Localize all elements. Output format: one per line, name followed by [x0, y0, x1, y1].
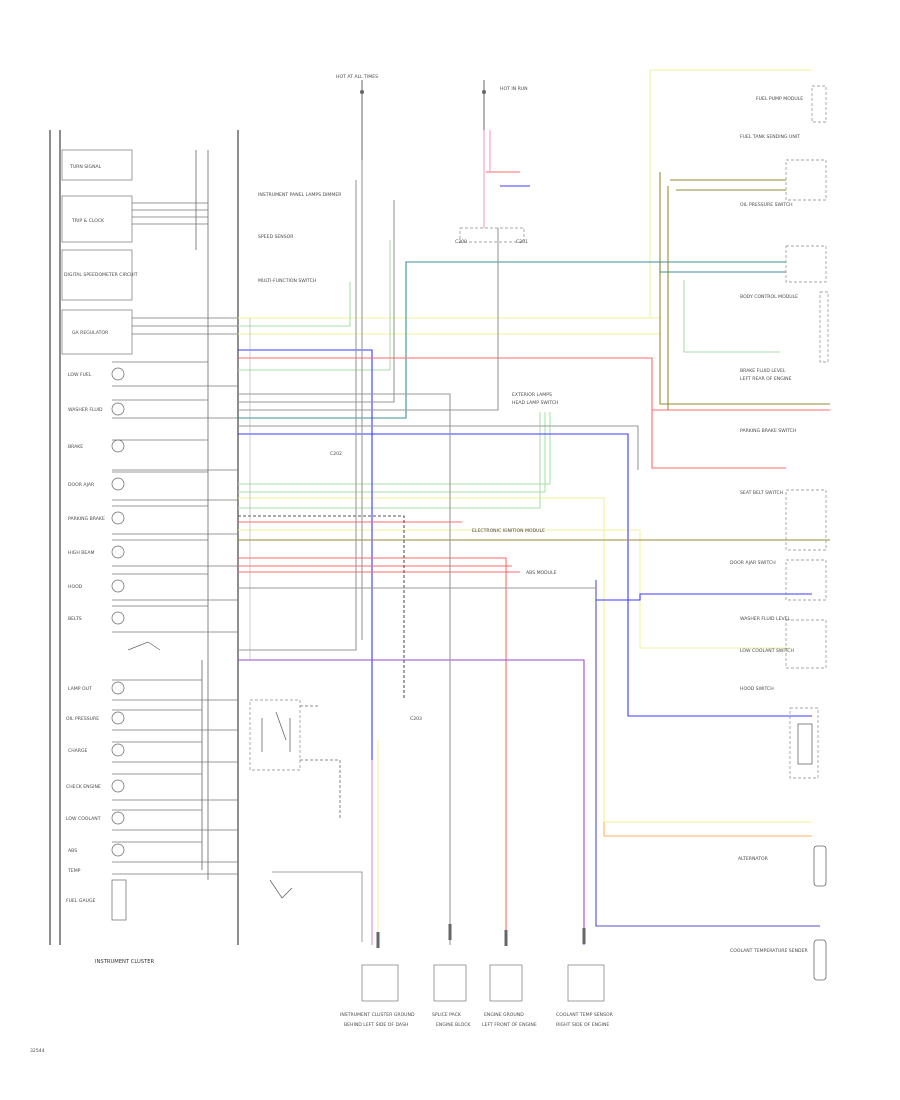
component-label: MULTI-FUNCTION SWITCH — [258, 278, 316, 284]
lamp-label: TEMP — [67, 868, 81, 874]
right-label: FUEL TANK SENDING UNIT — [740, 134, 800, 140]
right-label: COOLANT TEMPERATURE SENDER — [730, 948, 809, 954]
component-label: EXTERIOR LAMPS — [512, 392, 552, 398]
component-label: HEAD LAMP SWITCH — [512, 400, 559, 406]
right-label: BRAKE FLUID LEVEL — [740, 368, 786, 374]
component-label: SPEED SENSOR — [258, 234, 294, 240]
right-label: PARKING BRAKE SWITCH — [740, 428, 796, 434]
lamp-label: DOOR AJAR — [68, 482, 95, 488]
bottom-label: SPLICE PACK — [432, 1012, 462, 1018]
lamp-label: LOW FUEL — [68, 372, 92, 378]
cluster-block-label: TURN SIGNAL — [69, 164, 102, 170]
hot-in-run: HOT IN RUN — [500, 86, 528, 92]
component-label: ABS MODULE — [526, 570, 557, 576]
trip-clock-block — [61, 195, 133, 243]
relay — [249, 699, 363, 942]
lamp-label: HIGH BEAM — [68, 550, 94, 556]
lamp-label: HOOD — [68, 584, 83, 590]
right-label: LOW COOLANT SWITCH — [740, 648, 794, 654]
right-label: DOOR AJAR SWITCH — [730, 560, 776, 566]
lamp-label: ABS — [68, 848, 77, 854]
right-label: FUEL PUMP MODULE — [756, 96, 803, 102]
lamp-label: LOW COOLANT — [66, 816, 101, 822]
lamp-label: PARKING BRAKE — [68, 516, 105, 522]
regulator-block — [61, 309, 133, 355]
bottom-label: COOLANT TEMP SENSOR — [556, 1012, 614, 1018]
bottom-sub: LEFT FRONT OF ENGINE — [482, 1022, 537, 1028]
lamp-label: FUEL GAUGE — [66, 898, 96, 904]
lamp-label: LAMP OUT — [68, 686, 92, 692]
component-label: ELECTRONIC IGNITION MODULE — [472, 528, 545, 534]
right-label: OIL PRESSURE SWITCH — [740, 202, 793, 208]
bottom-components: INSTRUMENT CLUSTER GROUND SPLICE PACK EN… — [30, 924, 614, 1054]
cluster-block-label: DIGITAL SPEEDOMETER CIRCUIT — [64, 272, 138, 278]
wires — [238, 69, 830, 945]
bottom-sub: BEHIND LEFT SIDE OF DASH — [344, 1022, 408, 1028]
bottom-sub: ENGINE BLOCK — [436, 1022, 471, 1028]
right-label: LEFT REAR OF ENGINE — [740, 376, 792, 382]
connector-label: C200 — [455, 239, 467, 245]
page-number: 32544 — [30, 1048, 45, 1054]
bottom-label: INSTRUMENT CLUSTER GROUND — [340, 1012, 415, 1018]
cluster-title: INSTRUMENT CLUSTER — [95, 959, 155, 965]
bottom-label: ENGINE GROUND — [484, 1012, 524, 1018]
lamp-label: CHECK ENGINE — [66, 784, 101, 790]
lamp-label: WASHER FLUID — [68, 407, 103, 413]
cluster-block-label: TRIP & CLOCK — [71, 218, 105, 224]
instrument-cluster: TURN SIGNAL TRIP & CLOCK DIGITAL SPEEDOM… — [49, 130, 239, 965]
bottom-sub: RIGHT SIDE OF ENGINE — [556, 1022, 609, 1028]
connector-label: C201 — [516, 239, 528, 245]
lamp-label: OIL PRESSURE — [66, 716, 99, 722]
top-power-feeds: HOT AT ALL TIMES HOT IN RUN C200 C201 — [336, 74, 528, 245]
hot-at-all-times: HOT AT ALL TIMES — [336, 74, 378, 80]
right-label: ALTERNATOR — [738, 856, 769, 862]
right-components: FUEL PUMP MODULE FUEL TANK SENDING UNIT … — [730, 85, 829, 981]
lamp-label: BELTS — [68, 616, 82, 622]
mid-labels: INSTRUMENT PANEL LAMPS DIMMER SPEED SENS… — [258, 192, 559, 722]
connector-label: C203 — [410, 716, 422, 722]
connector-box — [459, 227, 525, 243]
right-label: SEAT BELT SWITCH — [740, 490, 783, 496]
lamp-label: BRAKE — [68, 444, 83, 450]
right-label: BODY CONTROL MODULE — [740, 294, 798, 300]
component-label: INSTRUMENT PANEL LAMPS DIMMER — [258, 192, 342, 198]
right-label: WASHER FLUID LEVEL — [740, 616, 791, 622]
speedometer-block — [61, 249, 133, 301]
lamp-label: CHARGE — [68, 748, 88, 754]
cluster-block-label: GA REGULATOR — [72, 330, 109, 336]
right-label: HOOD SWITCH — [740, 686, 774, 692]
turn-signal-block — [61, 149, 133, 181]
connector-label: C202 — [330, 451, 342, 457]
